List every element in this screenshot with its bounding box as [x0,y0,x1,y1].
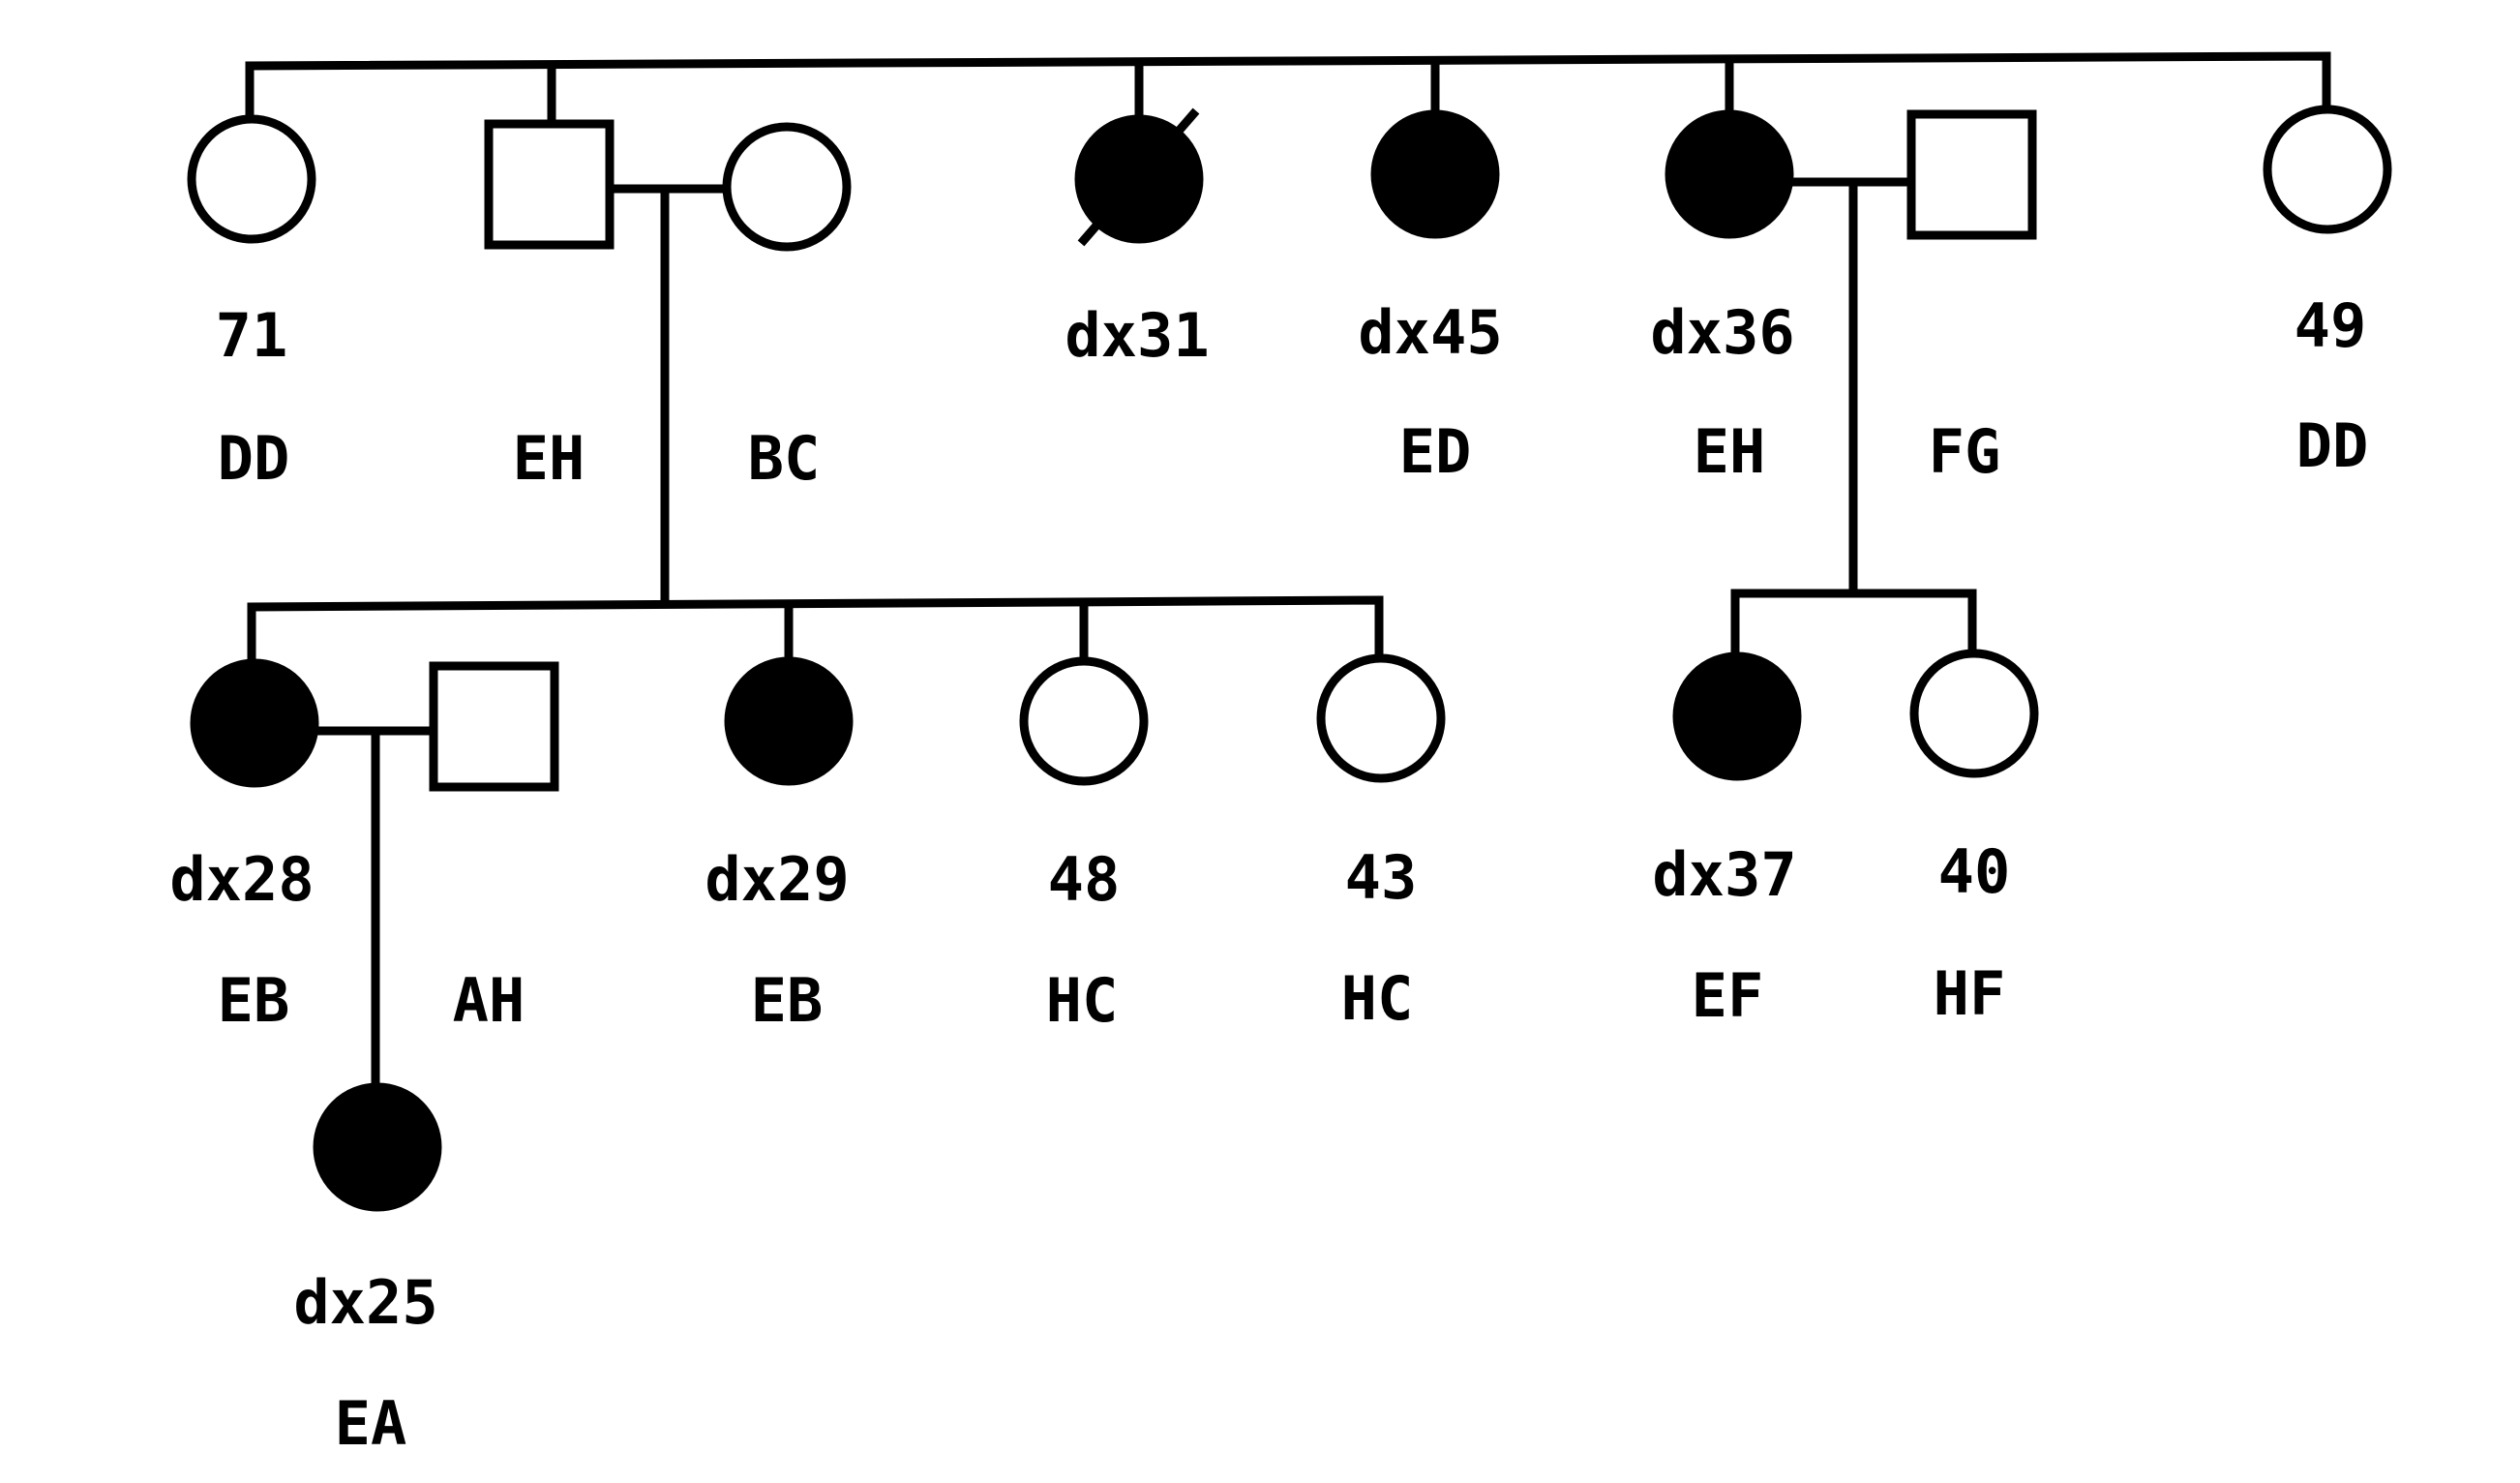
individual-haplotype: HF [1934,958,2006,1029]
individual-haplotype: EB [751,965,824,1036]
female-affected-symbol [1370,109,1500,239]
individual-g2-woman-40[interactable]: 40 HF [1909,649,2039,1029]
individual-haplotype: EA [335,1388,407,1459]
individual-age: dx28 [169,844,314,915]
individual-g2-spouse-ah[interactable]: AH [429,661,559,1036]
individual-age: dx31 [1065,300,1209,371]
individual-haplotype: EH [1694,416,1766,487]
individual-haplotype: DD [2296,410,2369,481]
individual-g3-woman-dx25[interactable]: dx25 EA [293,1082,442,1459]
female-unaffected-symbol [1909,649,2039,778]
individual-g2-woman-dx28[interactable]: dx28 EB [169,658,319,1036]
individual-age: dx45 [1358,297,1502,368]
generation-1: 71 DD EH BC dx31 dx45 ED dx36 EH [187,105,2392,494]
individual-g1-woman-71[interactable]: 71 DD [187,114,316,494]
individual-haplotype: HC [1046,965,1119,1036]
female-unaffected-symbol [1019,656,1149,786]
individual-g2-woman-43[interactable]: 43 HC [1316,653,1446,1034]
individual-haplotype: DD [218,423,290,494]
sibship-line-gen2-right [1730,589,1977,653]
individual-g1-woman-dx45[interactable]: dx45 ED [1358,109,1503,487]
individual-age: 49 [2295,290,2367,361]
individual-g1-woman-49[interactable]: 49 DD [2263,105,2392,481]
sibship-line-gen1 [245,51,2331,124]
female-affected-symbol [313,1082,442,1212]
deceased-slash [1077,107,1200,247]
individual-haplotype: BC [748,423,821,494]
individual-g1-spouse-fg[interactable]: FG [1906,109,2037,487]
individual-age: 71 [216,300,288,371]
individual-g2-woman-dx37[interactable]: dx37 EF [1652,651,1802,1031]
female-affected-symbol [1665,109,1794,239]
individual-haplotype: EF [1692,960,1764,1031]
individual-haplotype: FG [1929,416,2001,487]
individual-haplotype: HC [1341,963,1414,1034]
individual-age: dx25 [293,1267,437,1338]
individual-age: dx29 [705,844,849,915]
generation-3: dx25 EA [293,1082,442,1459]
generation-2: dx28 EB AH dx29 EB 48 HC 43 HC dx37 EF [169,649,2039,1036]
individual-age: dx36 [1650,297,1794,368]
individual-haplotype: AH [453,965,525,1036]
individual-g2-woman-48[interactable]: 48 HC [1019,656,1149,1036]
individual-age: 48 [1048,844,1121,915]
individual-haplotype: ED [1399,416,1472,487]
individual-haplotype: EH [513,423,585,494]
individual-haplotype: EB [218,965,290,1036]
individual-g2-woman-dx29[interactable]: dx29 EB [705,656,854,1036]
pedigree-lines [245,51,2331,1087]
individual-age: 43 [1345,842,1418,913]
male-unaffected-symbol [484,119,615,250]
sibship-line-gen2-left [247,595,1384,660]
female-affected-symbol [724,656,854,786]
male-unaffected-symbol [1906,109,2037,240]
female-unaffected-symbol [722,122,852,252]
female-affected-symbol [1672,651,1802,781]
individual-age: dx37 [1652,839,1796,910]
female-affected-symbol [190,658,319,788]
individual-g1-woman-dx36[interactable]: dx36 EH [1650,109,1795,487]
female-unaffected-symbol [1316,653,1446,783]
male-unaffected-symbol [429,661,559,792]
individual-g1-spouse-bc[interactable]: BC [722,122,852,494]
individual-age: 40 [1938,836,2011,907]
female-unaffected-symbol [187,114,316,244]
individual-g1-man-eh[interactable]: EH [484,119,615,494]
female-unaffected-symbol [2263,105,2392,234]
individual-g1-woman-dx31[interactable]: dx31 [1065,107,1210,371]
